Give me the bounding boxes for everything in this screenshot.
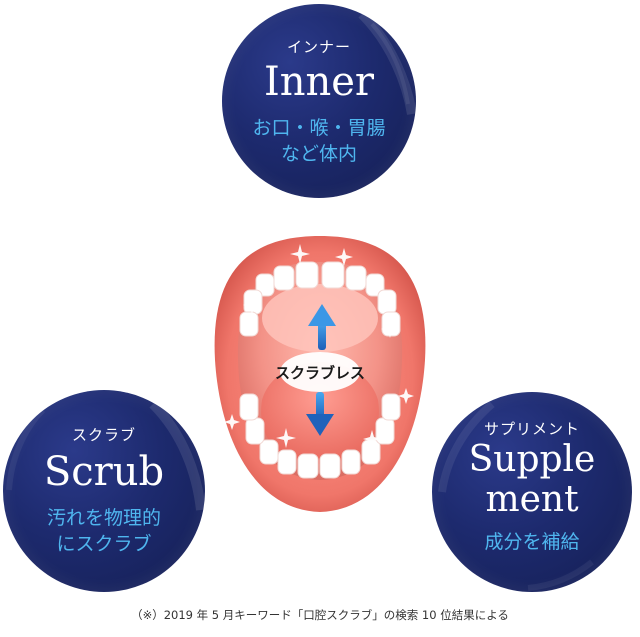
center-label: スクラブレス (274, 364, 365, 382)
inner-circle: インナー Inner お口・喉・胃腸 など体内 (222, 4, 416, 198)
circle-sheen (6, 400, 205, 511)
down-arrow-icon (306, 392, 334, 436)
up-arrow-icon (308, 304, 336, 350)
scrub-desc-line1: 汚れを物理的 (46, 507, 161, 529)
supplement-title-line2: ment (485, 479, 579, 520)
scrub-circle: スクラブ Scrub 汚れを物理的 にスクラブ (3, 390, 205, 592)
scrub-title: Scrub (43, 449, 165, 495)
supplement-kana: サプリメント (483, 420, 580, 438)
inner-title: Inner (263, 59, 375, 105)
scrub-desc-line2: にスクラブ (56, 532, 152, 555)
supplement-title-line1: Supple (468, 439, 596, 480)
upper-teeth (239, 261, 401, 337)
center-badge (280, 352, 360, 392)
supplement-circle: サプリメント Supple ment 成分を補給 (432, 392, 632, 592)
inner-desc-line2: など体内 (280, 142, 357, 165)
lower-teeth (239, 393, 401, 479)
inner-desc-line1: お口・喉・胃腸 (252, 117, 386, 139)
inner-kana: インナー (286, 38, 351, 56)
circle-sheen (438, 400, 594, 591)
circle-sheen (358, 10, 416, 115)
scrub-kana: スクラブ (71, 426, 136, 444)
supplement-desc: 成分を補給 (484, 531, 580, 553)
sparkle-icons (224, 244, 414, 448)
footnote: （※）2019 年 5 月キーワード「口腔スクラブ」の検索 10 位結果による (131, 608, 509, 622)
